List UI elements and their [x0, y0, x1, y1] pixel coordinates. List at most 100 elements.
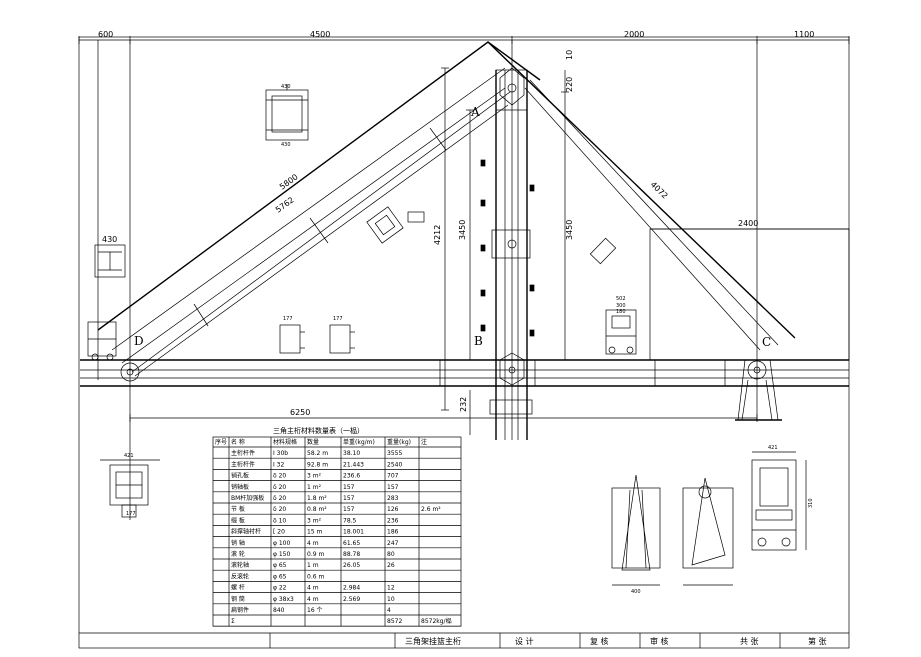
title-block-sheets: 共 张: [740, 637, 759, 646]
material-table-cell: φ 38x3: [273, 596, 294, 603]
material-table-cell: 58.2 m: [307, 450, 328, 457]
material-table-header-cell: 名 称: [231, 438, 245, 446]
material-table-header-cell: 序号: [215, 438, 227, 446]
material-table-cell: BM杆加强板: [231, 494, 264, 502]
material-table-title: 三角主桁材料数量表（一榀）: [273, 426, 364, 435]
material-table-cell: 12: [387, 585, 395, 592]
dim-220: 220: [565, 77, 574, 92]
material-table-cell: 2.984: [343, 585, 360, 592]
title-block: [79, 632, 849, 648]
material-table-cell: 斜撑轴衬杆: [231, 528, 261, 536]
dim-10: 10: [565, 50, 574, 60]
material-table-cell: 4: [387, 607, 391, 614]
right-diagonal-chord: [487, 41, 796, 351]
material-table-cell: 滚 轮: [231, 550, 245, 558]
material-table-cell: I 32: [273, 461, 284, 468]
material-table-cell: Σ: [231, 618, 235, 625]
detail-430-label: 430: [102, 235, 117, 244]
detail-177a-label: 177: [283, 316, 293, 322]
material-table-cell: 38.10: [343, 450, 360, 457]
material-table-cell: 主桁杆件: [231, 460, 255, 468]
material-table-cell: 销 轴: [231, 539, 245, 547]
material-table-cell: 18.001: [343, 529, 364, 536]
material-table-cell: [ 20: [273, 529, 285, 536]
label-c: C: [762, 335, 771, 349]
title-block-review: 复 核: [590, 636, 609, 646]
detail-section-top: [265, 84, 309, 141]
material-table-cell: 螺 杆: [231, 584, 245, 592]
dim-6250-line: [129, 414, 758, 422]
material-table-cell: φ 100: [273, 540, 291, 547]
material-table-cell: 157: [343, 484, 355, 491]
material-table-cell: 4 m: [307, 596, 319, 603]
dim-3450-b: 3450: [565, 220, 574, 240]
dim-3450-a: 3450: [458, 220, 467, 240]
material-table-cell: 钢 筒: [231, 595, 245, 603]
upper-left-chord: [97, 41, 541, 377]
material-table-cell: 1.8 m²: [307, 495, 327, 502]
detail-300-label: 300: [616, 303, 626, 309]
material-table-cell: 126: [387, 506, 399, 513]
material-table-cell: 3 m²: [307, 473, 322, 480]
material-table-cell: 4 m: [307, 540, 319, 547]
detail-channel-a: [279, 324, 305, 354]
material-table-cell: 4 m: [307, 585, 319, 592]
detail-section-right: [605, 309, 637, 355]
label-a: A: [470, 105, 480, 119]
material-table-cell: 236.6: [343, 473, 360, 480]
dim-6250: 6250: [290, 408, 310, 417]
material-table-cell: 157: [343, 495, 355, 502]
material-table-cell: 2.6 m²: [421, 506, 441, 513]
material-table-cell: 销孔板: [231, 472, 249, 480]
detail-502-label: 502: [616, 296, 626, 302]
material-table-cell: 21.443: [343, 461, 364, 468]
material-table-cell: 16 个: [307, 607, 323, 614]
material-table-cell: 92.8 m: [307, 461, 328, 468]
detail-channel-b: [329, 324, 355, 354]
material-table-header-cell: 注: [421, 438, 427, 446]
material-table-cell: 157: [343, 506, 355, 513]
material-table-cell: 840: [273, 607, 285, 614]
dim-4212: 4212: [433, 225, 442, 245]
detail-left-bot-label: 177: [126, 511, 136, 517]
detail-view-side: [682, 477, 734, 586]
chord-tag: [407, 211, 425, 223]
material-table-cell: 销轴板: [231, 483, 249, 491]
material-table-cell: φ 22: [273, 585, 287, 592]
material-table-header-cell: 数量: [307, 438, 319, 446]
label-b: B: [474, 334, 483, 348]
material-table: 三角主桁材料数量表（一榀）序号名 称材料规格数量单重(kg/m)重量(kg)注主…: [212, 426, 462, 627]
label-d: D: [134, 334, 144, 348]
material-table-cell: 8572: [387, 618, 402, 625]
material-table-cell: 10: [387, 596, 395, 603]
material-table-cell: 3 m²: [307, 517, 322, 524]
node-apex: [495, 67, 528, 111]
chord-cross-section: [366, 206, 617, 265]
material-table-cell: φ 65: [273, 562, 287, 569]
title-block-approve: 审 核: [650, 636, 669, 646]
material-table-cell: 反滚轮: [231, 572, 249, 580]
detail-right-side-label: 310: [808, 498, 814, 508]
dim-4072: 4072: [649, 180, 670, 201]
detail-view-end: [751, 451, 807, 551]
detail-view-front: [611, 474, 661, 586]
detail-right-top-label: 421: [768, 445, 778, 451]
dim-vertical-lines: [441, 67, 569, 435]
dim-2400: 2400: [738, 219, 758, 228]
detail-left-top-label: 421: [124, 453, 134, 459]
dim-top-2000: 2000: [624, 30, 644, 39]
dim-top-4500: 4500: [310, 30, 330, 39]
material-table-cell: 0.9 m: [307, 551, 324, 558]
material-table-cell: 1 m: [307, 562, 319, 569]
material-table-cell: 2540: [387, 461, 402, 468]
material-table-cell: 247: [387, 540, 399, 547]
material-table-cell: δ 20: [273, 473, 286, 480]
material-table-cell: φ 150: [273, 551, 291, 558]
material-table-cell: 283: [387, 495, 399, 502]
material-table-cell: 88.78: [343, 551, 360, 558]
post-studs: [480, 159, 535, 337]
drawing-border: [78, 36, 850, 649]
material-table-cell: 707: [387, 473, 399, 480]
material-table-cell: δ 20: [273, 484, 286, 491]
